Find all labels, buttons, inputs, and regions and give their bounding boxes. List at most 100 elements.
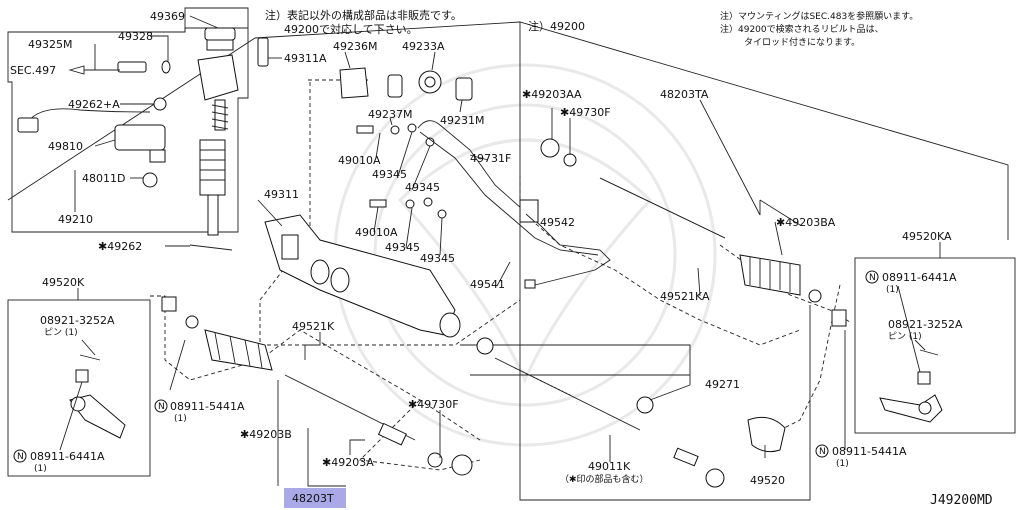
tie-rod-end-inner [377, 422, 407, 446]
seal-ring-left [476, 337, 494, 355]
part-label-49345-b[interactable]: 49345 [405, 181, 440, 194]
part-label-49810[interactable]: 49810 [48, 140, 83, 153]
part-label-49203AA[interactable]: ✱49203AA [522, 88, 582, 101]
callout-nut-5441A-right[interactable]: N 08911-5441A (1) [815, 444, 907, 469]
tie-rod-end-right [879, 394, 943, 423]
part-label-49520K[interactable]: 49520K [42, 276, 85, 289]
part-label-49203B[interactable]: ✱49203B [240, 428, 292, 441]
callout-pin-3252A-right[interactable]: 08921-3252A ピン (1) [888, 318, 963, 342]
part-label-49521KA[interactable]: 49521KA [660, 290, 710, 303]
part-label-49345-c[interactable]: 49345 [385, 241, 420, 254]
housing-end [439, 312, 461, 338]
band-49730F-upper [563, 153, 577, 167]
seal-kit-parts [339, 67, 473, 219]
bushing-49236M [339, 67, 369, 99]
part-label-49262[interactable]: ✱49262 [98, 240, 142, 253]
callout-code: 08911-6441A [882, 271, 957, 284]
part-label-49271[interactable]: 49271 [705, 378, 740, 391]
part-label-48203T[interactable]: 48203T [292, 492, 334, 505]
part-label-49730F-upper[interactable]: ✱49730F [560, 106, 611, 119]
part-label-49010A-lower[interactable]: 49010A [355, 226, 398, 239]
o-ring [161, 60, 171, 74]
solenoid-tip [149, 149, 166, 163]
rack-end [673, 447, 699, 467]
washer-e [423, 197, 433, 207]
part-label-49541[interactable]: 49541 [470, 278, 505, 291]
n-symbol-letter: N [819, 447, 826, 457]
bolt-49010A-upper [356, 125, 374, 134]
callout-nut-6441A-right[interactable]: N 08911-6441A (1) [865, 270, 957, 295]
part-label-49311A[interactable]: 49311A [284, 52, 327, 65]
part-label-49520KA[interactable]: 49520KA [902, 230, 952, 243]
ring-49233A-inner [424, 76, 436, 88]
tie-rod-assembly-right [540, 138, 847, 327]
part-labels: 49369 49325M 49328 SEC.497 49311A 49262+… [10, 10, 952, 487]
washer-f [437, 209, 447, 219]
boot-clamp-49203AA [540, 138, 560, 158]
spring-49231M [455, 77, 473, 101]
nut-08911-6441A-right [917, 371, 931, 385]
piston-shaft [199, 139, 226, 196]
section-link-497[interactable]: SEC.497 [10, 64, 56, 77]
n-symbol [13, 449, 27, 463]
callout-nut-6441A-left[interactable]: N 08911-6441A (1) [13, 449, 105, 474]
spring-49237M [387, 74, 403, 98]
part-label-49011K[interactable]: 49011K [588, 460, 631, 473]
callout-qty: (1) [34, 464, 47, 474]
frames [7, 7, 1016, 501]
boot-clamp-left [185, 315, 199, 329]
note-top-right-2: 注）49200で検索されるリビルト品は、 [720, 23, 884, 35]
part-label-49345-d[interactable]: 49345 [420, 252, 455, 265]
part-label-49369[interactable]: 49369 [150, 10, 185, 23]
cap-base [206, 39, 234, 51]
valve-body [197, 54, 239, 101]
washer-d [405, 199, 415, 209]
part-label-49520[interactable]: 49520 [750, 474, 785, 487]
connector-49328 [117, 61, 147, 73]
note-top-left-1: 注）表記以外の構成部品は非販売です。 [265, 8, 462, 22]
part-label-49730F-lower[interactable]: ✱49730F [408, 398, 459, 411]
harness-plug [17, 117, 39, 133]
nut-box-right [831, 309, 847, 327]
n-symbol [815, 444, 829, 458]
part-label-49210[interactable]: 49210 [58, 213, 93, 226]
part-label-49203BA[interactable]: ✱49203BA [776, 216, 836, 229]
cap-48011D [142, 172, 158, 188]
part-label-49542[interactable]: 49542 [540, 216, 575, 229]
band-49730F-lower [427, 452, 443, 468]
part-label-48203TA[interactable]: 48203TA [660, 88, 709, 101]
boot-clamp-49203A [451, 454, 473, 476]
gear-housing-49311 [264, 214, 461, 338]
part-label-49233A[interactable]: 49233A [402, 40, 445, 53]
part-label-49325M[interactable]: 49325M [28, 38, 72, 51]
diagram-code: J49200MD [930, 493, 993, 508]
note-top-right-3: タイロッド付きになります。 [744, 37, 860, 48]
selected-part-48203T[interactable]: 48203T [284, 488, 346, 508]
callout-qty: (1) [836, 459, 849, 469]
part-label-49731F[interactable]: 49731F [470, 152, 511, 165]
part-label-49236M[interactable]: 49236M [333, 40, 377, 53]
callout-pin-3252A-left[interactable]: 08921-3252A ピン (1) [40, 314, 115, 338]
part-label-48011D[interactable]: 48011D [82, 172, 125, 185]
part-label-49345-a[interactable]: 49345 [372, 168, 407, 181]
outer-tie-rod-right [879, 349, 943, 423]
bolt-49010A-lower [369, 199, 387, 208]
note-top-right-1: 注）マウンティングはSEC.483を参照願います。 [720, 10, 918, 22]
callout-nut-5441A-left[interactable]: N 08911-5441A (1) [154, 399, 245, 424]
callout-qty: (1) [174, 414, 187, 424]
part-label-49010A-upper[interactable]: 49010A [338, 154, 381, 167]
part-label-49262A[interactable]: 49262+A [68, 98, 120, 111]
part-label-49237M[interactable]: 49237M [368, 108, 412, 121]
part-label-49311[interactable]: 49311 [264, 188, 299, 201]
callout-sub: ピン (1) [44, 327, 78, 338]
part-label-49328[interactable]: 49328 [118, 30, 153, 43]
tube-fitting-49541 [524, 279, 536, 289]
part-label-49203A[interactable]: ✱49203A [322, 456, 374, 469]
part-label-49521K[interactable]: 49521K [292, 320, 335, 333]
hydraulic-tubes [417, 120, 611, 289]
callout-code: 08911-5441A [170, 400, 245, 413]
part-label-49231M[interactable]: 49231M [440, 114, 484, 127]
n-symbol-letter: N [158, 402, 165, 412]
callout-code: 08911-5441A [832, 445, 907, 458]
